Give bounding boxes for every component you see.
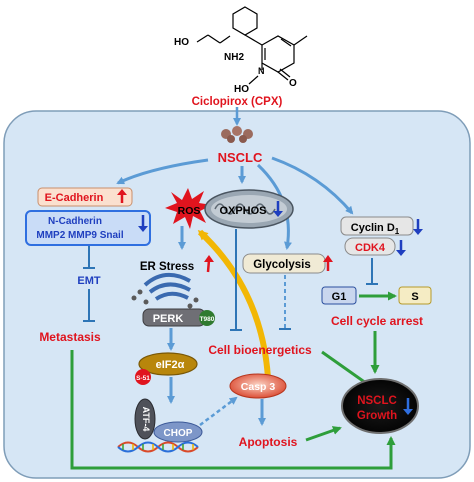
eif2a-label: eIF2α — [156, 359, 185, 371]
molecule-n-label: N — [258, 66, 265, 76]
perk-phospho-badge — [199, 310, 215, 326]
down-arrow-icon — [138, 215, 148, 232]
cdk4-box — [344, 237, 396, 256]
burst-icon — [165, 188, 212, 229]
eif2a-phospho-badge — [135, 369, 151, 385]
down-arrow-icon — [403, 398, 413, 415]
s-box — [398, 286, 432, 305]
arrow-nsclc-to-cyclin — [271, 156, 354, 215]
atf4-label: ATF-4 — [141, 407, 151, 432]
drug-label: Ciclopirox (CPX) — [192, 96, 283, 108]
cell-cycle-arrest-label: Cell cycle arrest — [331, 314, 423, 328]
arrow-chop-to-casp3 — [199, 396, 238, 426]
molecule-o-label: O — [289, 78, 297, 89]
molecule-structure — [196, 6, 308, 85]
cell-cluster-icon — [221, 126, 253, 143]
n-cadherin-label: N-Cadherin — [48, 216, 102, 227]
arrow-metastasis-to-growth — [70, 350, 396, 470]
g1-box — [321, 286, 357, 305]
glycolysis-box — [242, 253, 326, 274]
molecule-ho-label: HO — [174, 37, 189, 48]
oxphos-label: OXPHOS — [219, 205, 266, 217]
perk-site-label: T980 — [200, 316, 215, 323]
chop-box — [153, 421, 203, 443]
n-cadherin-box — [25, 210, 151, 246]
down-arrow-icon — [396, 240, 406, 256]
nsclc-growth-line2: Growth — [357, 410, 397, 422]
up-arrow-icon — [204, 255, 214, 273]
down-arrow-icon — [413, 219, 423, 235]
arrow-nsclc-to-emt — [116, 158, 209, 185]
g1-label: G1 — [332, 291, 347, 303]
casp3-box — [229, 373, 287, 399]
cell-bioenergetics-label: Cell bioenergetics — [208, 343, 312, 357]
dna-icon — [117, 441, 199, 453]
arrow-casp3-ros-feedback — [197, 229, 271, 379]
perk-label: PERK — [153, 313, 184, 325]
emt-label: EMT — [77, 275, 101, 287]
mitochondrion-icon — [204, 189, 294, 229]
cdk4-label: CDK4 — [355, 242, 386, 254]
e-cadherin-box — [37, 187, 133, 207]
nsclc-growth-node — [341, 378, 419, 434]
er-stress-label: ER Stress — [140, 261, 194, 273]
mmp-snail-label: MMP2 MMP9 Snail — [36, 230, 123, 241]
molecule-nh2-label: NH2 — [224, 52, 244, 63]
arrow-apoptosis-to-growth — [305, 426, 342, 442]
e-cadherin-label: E-Cadherin — [45, 192, 104, 204]
cyclin-d1-label: Cyclin D1 — [351, 222, 400, 236]
atf4-box — [134, 398, 156, 440]
apoptosis-label: Apoptosis — [239, 435, 298, 449]
glycolysis-label: Glycolysis — [253, 259, 311, 271]
er-icon — [131, 273, 199, 309]
eif2a-site-label: S-51 — [136, 375, 150, 382]
ros-label: ROS — [178, 205, 201, 217]
metastasis-label: Metastasis — [39, 330, 101, 344]
up-arrow-icon — [323, 255, 333, 271]
molecule-ho-n-label: HO — [234, 84, 249, 95]
casp3-label: Casp 3 — [241, 381, 276, 393]
up-arrow-icon — [117, 189, 127, 203]
eif2a-box — [138, 352, 198, 376]
s-label: S — [411, 291, 418, 303]
down-arrow-icon — [273, 201, 283, 217]
nsclc-label: NSCLC — [218, 150, 263, 165]
nsclc-growth-line1: NSCLC — [357, 395, 397, 407]
chop-label: CHOP — [164, 428, 193, 439]
cyclin-d1-box — [340, 216, 414, 236]
